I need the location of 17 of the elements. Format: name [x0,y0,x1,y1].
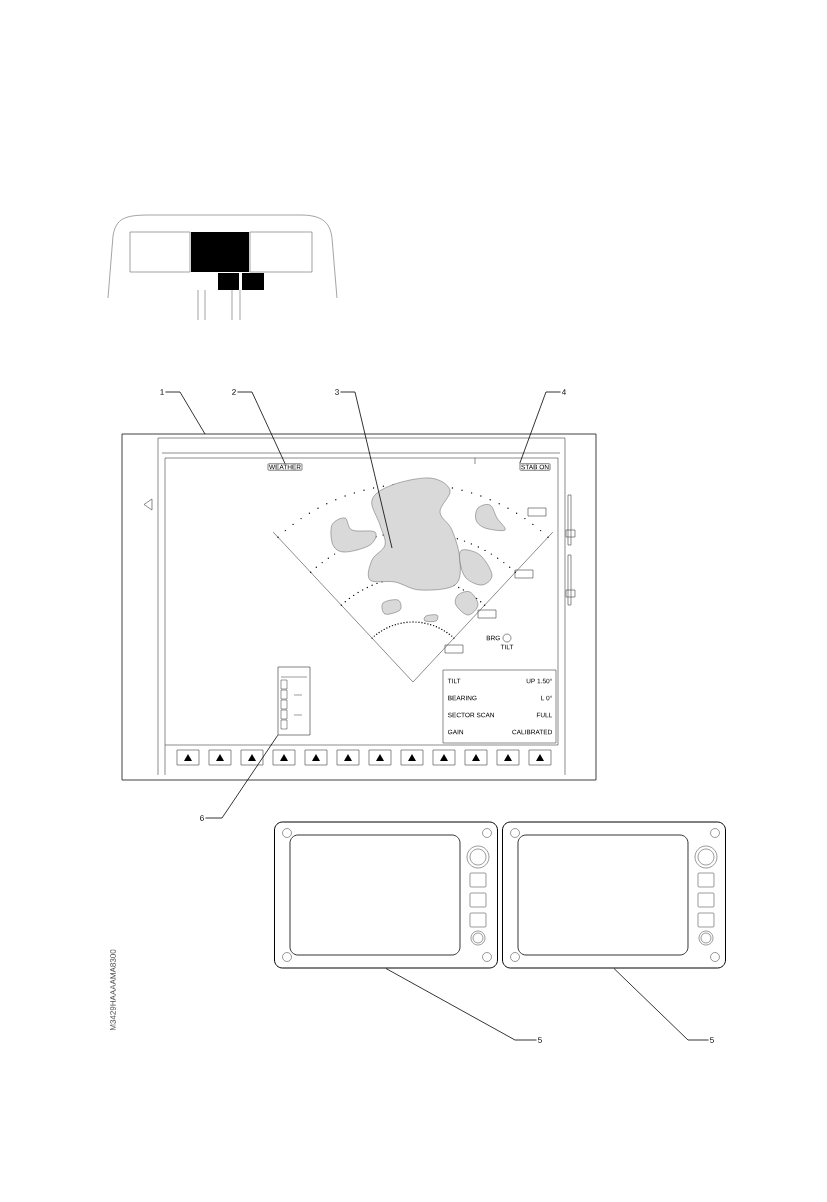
leader-line [613,968,709,1041]
callout-number: 4 [561,389,566,395]
leader-line [165,391,206,435]
leader-line [237,391,286,464]
leader-line [340,391,393,549]
color-scale-box [277,666,311,736]
leader-line [385,968,537,1041]
callout-number: 3 [335,389,339,395]
figure-code: M3429HAAAAMA8300 [110,949,116,1031]
leader-line [519,391,561,464]
display-unit [274,821,498,969]
callout-number: 5 [538,1037,542,1043]
display-unit [502,821,726,969]
callout-number: 5 [710,1037,714,1043]
callout-number: 6 [200,815,204,821]
callout-number: 1 [160,389,164,395]
callout-number: 2 [232,389,236,395]
